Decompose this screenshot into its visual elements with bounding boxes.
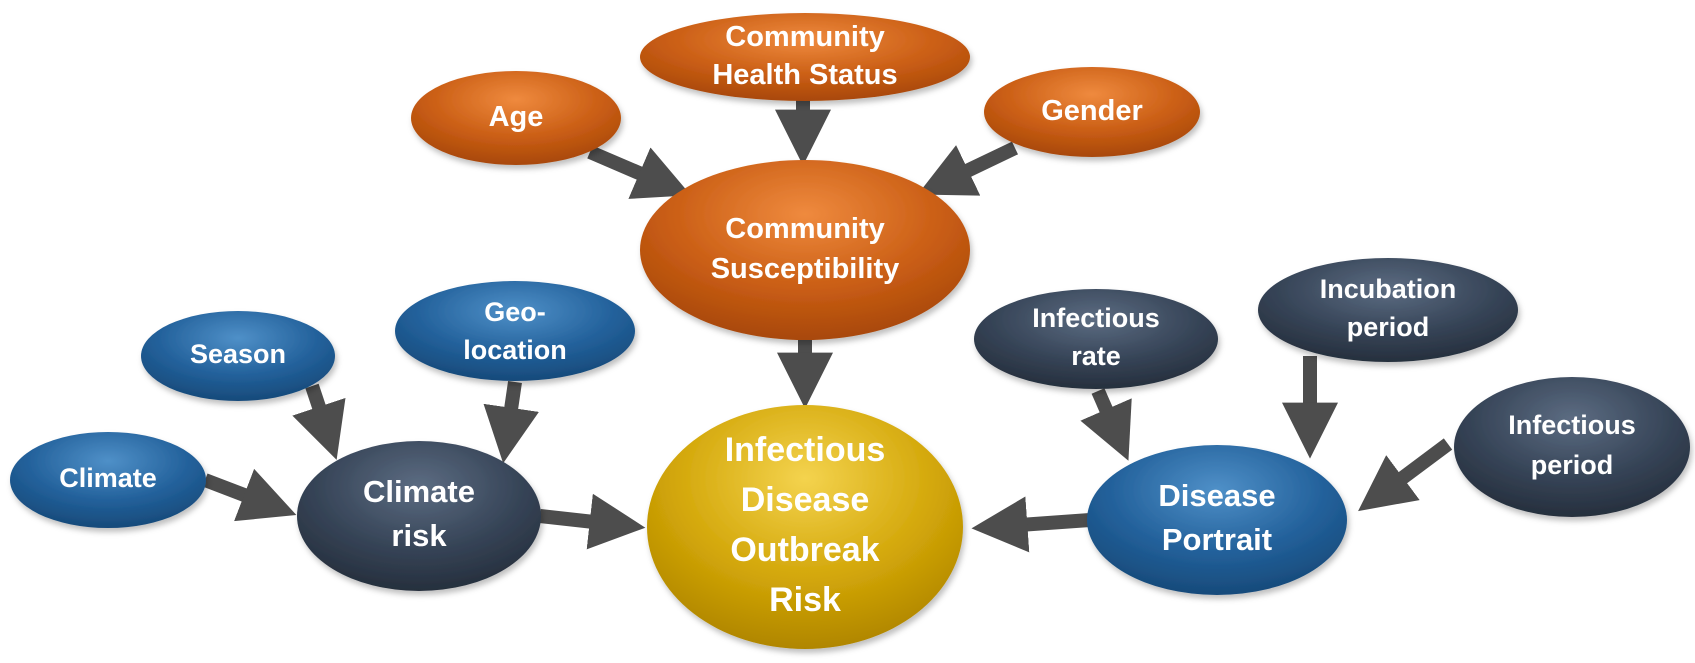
node-label-line: Gender xyxy=(1041,95,1143,127)
node-label-line: Health Status xyxy=(712,59,897,91)
node-season: Season xyxy=(141,311,335,401)
arrow-climate-risk-to-outbreak xyxy=(539,493,646,550)
node-label-line: Disease xyxy=(741,481,870,519)
node-label-line: period xyxy=(1531,450,1614,480)
node-shape xyxy=(1258,258,1518,362)
node-label-line: Community xyxy=(725,213,885,245)
node-label: Incubation period xyxy=(1320,274,1457,342)
node-label-line: Infectious xyxy=(1032,303,1160,333)
node-label: Gender xyxy=(1041,95,1143,127)
node-label: Infectious period xyxy=(1508,410,1636,480)
arrow-geo-location-to-climate-risk xyxy=(483,380,539,464)
node-label-line: Infectious xyxy=(725,431,886,469)
arrows xyxy=(202,98,1453,553)
node-shape xyxy=(647,405,963,649)
node-label-line: Infectious xyxy=(1508,410,1636,440)
node-label-line: Geo- xyxy=(484,297,546,327)
node-shape xyxy=(640,13,970,101)
node-label: Geo-location xyxy=(463,297,567,365)
arrow-climate-to-climate-risk xyxy=(202,468,297,522)
node-shape xyxy=(974,289,1218,389)
node-shape xyxy=(395,281,635,381)
node-infectious-rate: Infectious rate xyxy=(974,289,1218,389)
arrow-infectious-period-to-portrait xyxy=(1358,438,1453,512)
arrow-gender-to-susceptibility xyxy=(917,141,1019,196)
node-shape xyxy=(1087,445,1347,595)
node-infectious-period: Infectious period xyxy=(1454,377,1690,517)
node-label-line: Disease xyxy=(1158,478,1275,513)
node-label-line: Age xyxy=(489,101,544,133)
node-shape xyxy=(1454,377,1690,517)
node-label-line: risk xyxy=(391,518,447,553)
node-shape xyxy=(10,432,206,528)
node-label-line: period xyxy=(1347,312,1430,342)
node-age: Age xyxy=(411,71,621,165)
node-gender: Gender xyxy=(984,67,1200,157)
node-label-line: Community xyxy=(725,21,885,53)
node-label-line: Susceptibility xyxy=(711,253,900,285)
node-label: Climate xyxy=(59,463,157,493)
arrow-season-to-climate-risk xyxy=(292,383,346,460)
node-label-line: Risk xyxy=(769,581,841,619)
node-label: Age xyxy=(489,101,544,133)
node-shape xyxy=(640,160,970,340)
node-label-line: Incubation xyxy=(1320,274,1457,304)
node-climate-risk: Climate risk xyxy=(297,441,541,591)
arrow-age-to-susceptibility xyxy=(587,145,691,199)
node-label-line: Climate xyxy=(59,463,157,493)
node-label-line: Outbreak xyxy=(730,531,879,569)
node-label: Infectious rate xyxy=(1032,303,1160,371)
node-climate: Climate xyxy=(10,432,206,528)
node-label-line: Portrait xyxy=(1162,522,1272,557)
node-label-line: location xyxy=(463,335,567,365)
node-shape xyxy=(141,311,335,401)
node-incubation-period: Incubation period xyxy=(1258,258,1518,362)
arrow-portrait-to-outbreak xyxy=(971,496,1091,553)
node-shape xyxy=(297,441,541,591)
arrow-infectious-rate-to-portrait xyxy=(1080,388,1132,461)
node-label: Season xyxy=(190,339,286,369)
node-shape xyxy=(411,71,621,165)
node-geo-location: Geo-location xyxy=(395,281,635,381)
node-label-line: Season xyxy=(190,339,286,369)
node-shape xyxy=(984,67,1200,157)
node-label-line: rate xyxy=(1071,341,1121,371)
node-label-line: Climate xyxy=(363,474,475,509)
node-label: Climate risk xyxy=(363,474,475,553)
